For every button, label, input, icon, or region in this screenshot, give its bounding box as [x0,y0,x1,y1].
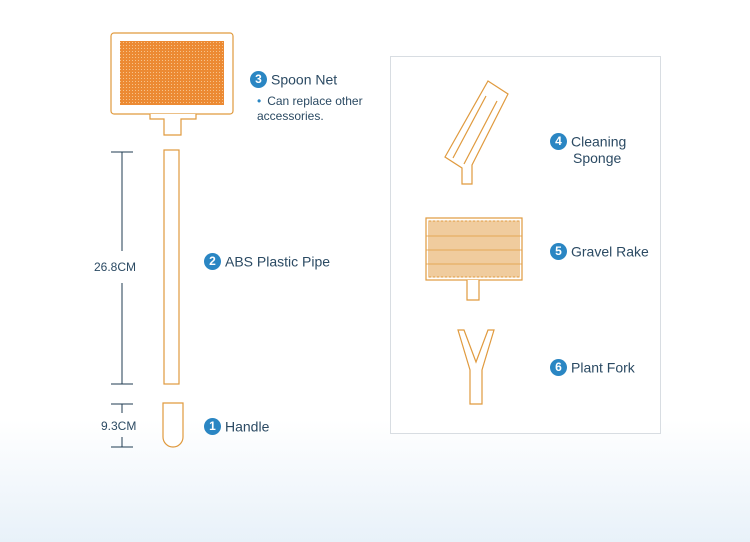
rake-tine [460,220,464,278]
bullet-icon: • [257,94,262,108]
number-badge: 1 [204,417,221,435]
sponge-label-line2: Sponge [573,149,622,166]
rake-tine [516,220,520,278]
rake-tine [500,220,504,278]
rake-tine [476,220,480,278]
rake-tine [432,220,436,278]
handle-illustration [162,402,184,448]
rake-tine [468,220,472,278]
pipe-dimension-line [111,151,133,385]
fork-label-text: Plant Fork [571,359,635,376]
rake-tine [452,220,456,278]
rake-tine [504,220,508,278]
rake-tine [492,220,496,278]
rake-label-text: Gravel Rake [571,243,649,260]
rake-tine [440,220,444,278]
abs-pipe-illustration [163,149,180,385]
rake-tine [428,220,432,278]
rake-tine [508,220,512,278]
spoon-net-illustration [110,32,234,136]
rake-tine [512,220,516,278]
rake-tine [484,220,488,278]
rake-tine [464,220,468,278]
rake-tine [448,220,452,278]
number-badge: 5 [550,242,567,260]
rake-tine [436,220,440,278]
spoon-net-note-text: Can replace other accessories. [257,94,363,123]
rake-tine [480,220,484,278]
plant-fork-illustration [457,329,495,405]
rake-tine [456,220,460,278]
number-badge: 4 [550,132,567,150]
sponge-label-line1: Cleaning [571,133,627,150]
pipe-label-text: ABS Plastic Pipe [225,253,331,270]
pipe-measurement: 26.8CM [94,260,137,274]
cleaning-sponge-illustration [444,80,509,185]
spoon-net-label-text: Spoon Net [271,71,338,88]
handle-dimension-line [111,403,133,448]
spoon-net-note: •Can replace other accessories. [257,94,387,124]
number-badge: 6 [550,358,567,376]
gravel-rake-illustration [425,217,523,301]
handle-label-text: Handle [225,418,270,435]
rake-tine [444,220,448,278]
number-badge: 3 [250,70,267,88]
rake-tine [472,220,476,278]
handle-measurement: 9.3CM [101,419,137,433]
rake-tine [488,220,492,278]
rake-tine [496,220,500,278]
number-badge: 2 [204,252,221,270]
